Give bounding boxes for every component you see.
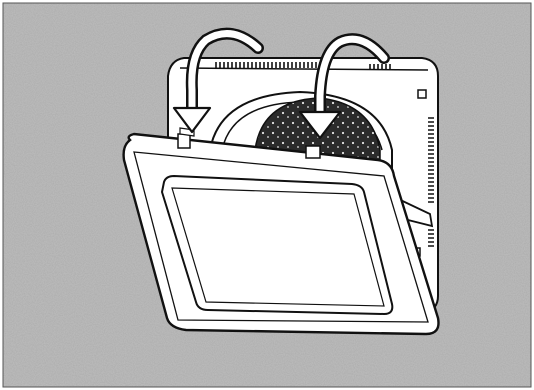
cover-tab-left (178, 134, 190, 148)
cover-panel-outer (162, 176, 392, 314)
cover-tab-right (306, 146, 320, 158)
